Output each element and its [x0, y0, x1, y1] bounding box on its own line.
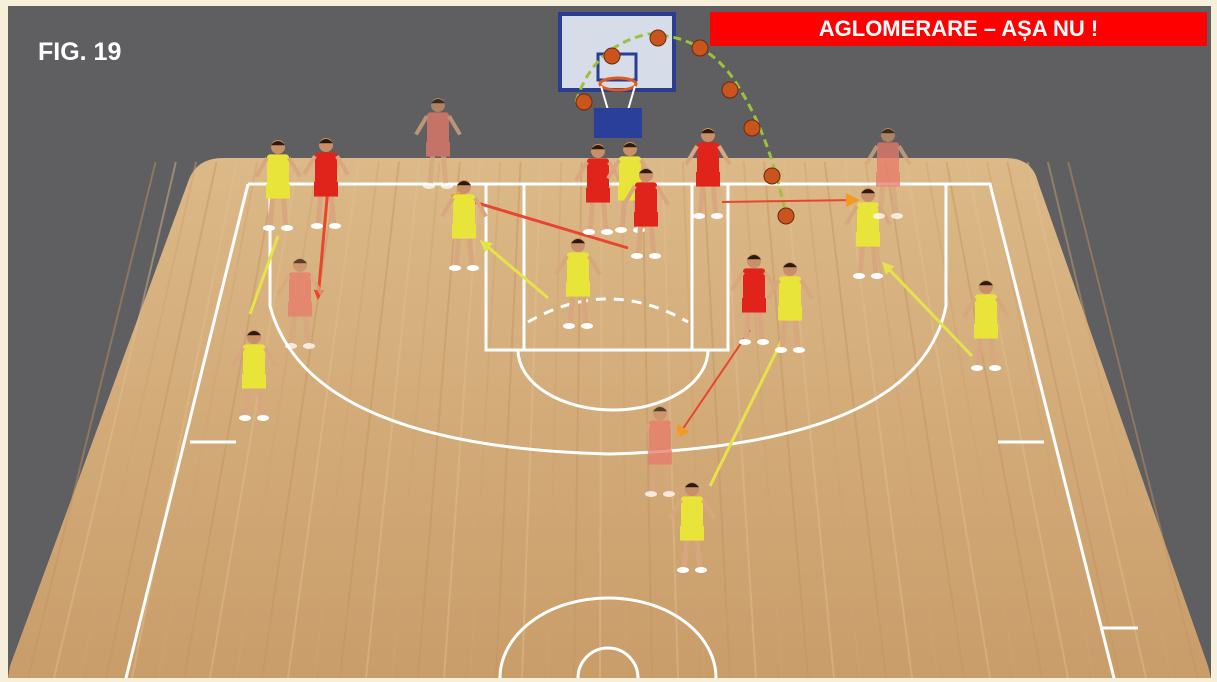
attacker-player	[766, 262, 814, 353]
wood-plank-line	[661, 161, 679, 678]
defender-player	[302, 138, 350, 229]
arrow-attacker-top	[708, 335, 786, 487]
wood-plank-line	[823, 161, 887, 678]
basketball-icon	[575, 93, 593, 111]
wood-plank-line	[209, 161, 299, 678]
wood-plank-line	[844, 161, 913, 678]
attacker-player	[962, 280, 1010, 371]
three-point-line	[268, 184, 948, 456]
wood-plank-line	[105, 161, 218, 678]
basketball-icon	[763, 167, 781, 185]
wood-plank-line	[884, 161, 965, 678]
wood-plank-line	[742, 161, 783, 678]
court-lines	[124, 182, 1138, 678]
wood-plank-line	[641, 161, 653, 678]
wood-plank-line	[925, 161, 1017, 678]
figure-number-label: FIG. 19	[38, 38, 122, 66]
wood-plank-line	[235, 161, 319, 678]
defender-player	[730, 254, 778, 345]
defender-player	[622, 168, 670, 259]
wood-plank-line	[621, 161, 627, 678]
wood-plank-line	[864, 161, 939, 678]
defender-player	[684, 128, 732, 219]
basketball-court-diagram	[8, 12, 1211, 678]
wood-plank-line	[904, 161, 991, 678]
basketball-icon	[649, 29, 667, 47]
wood-plank-line	[681, 161, 705, 678]
wood-plank-line	[183, 161, 279, 678]
wood-plank-line	[1067, 161, 1199, 678]
diagram-stage: FIG. 19 AGLOMERARE – AȘA NU !	[8, 6, 1211, 678]
attacker-player	[230, 330, 278, 421]
wood-plank-line	[1006, 161, 1121, 678]
title-banner: AGLOMERARE – AȘA NU !	[710, 12, 1207, 46]
arrow-defender-cross	[450, 192, 629, 250]
ball-positions	[575, 29, 795, 225]
wood-plank-line	[287, 161, 360, 678]
movement-arrows	[248, 187, 974, 487]
wood-plank-line	[79, 161, 198, 678]
wood-plank-line	[131, 161, 238, 678]
defender-player-initial	[414, 98, 462, 189]
wood-plank-line	[417, 161, 461, 678]
arrow-defender-wing	[721, 193, 860, 208]
center-circle	[498, 596, 718, 678]
wood-plank-line	[157, 161, 258, 678]
wood-plank-line	[469, 161, 502, 678]
basketball-icon	[777, 207, 795, 225]
basketball-icon	[721, 81, 739, 99]
wood-plank-line	[53, 161, 177, 678]
basketball-icon	[743, 119, 761, 137]
wood-plank-line	[313, 161, 380, 678]
center-circle-inner	[576, 646, 640, 678]
basketball-icon	[691, 39, 709, 57]
wood-plank-line	[763, 161, 809, 678]
arrow-attacker-cut	[479, 240, 549, 300]
attacker-player	[554, 238, 602, 329]
wood-plank-line	[391, 161, 441, 678]
defender-player-initial	[276, 258, 324, 349]
wood-planks	[27, 161, 1199, 678]
court-floor	[8, 158, 1211, 678]
restricted-area-arc	[527, 297, 689, 324]
basket-pole-base	[594, 108, 642, 138]
basketball-icon	[603, 47, 621, 65]
wood-plank-line	[1026, 161, 1147, 678]
players	[230, 98, 1010, 573]
wood-plank-line	[261, 161, 340, 678]
defender-player-initial	[636, 406, 684, 497]
wood-plank-line	[443, 161, 482, 678]
attacker-player	[254, 140, 302, 231]
free-throw-circle-bottom	[516, 349, 710, 412]
arrow-attacker-corner	[881, 261, 974, 358]
arrow-attacker-left	[248, 235, 280, 315]
court-boundary-left	[124, 183, 250, 678]
wood-plank-line	[599, 161, 603, 678]
defender-player	[574, 144, 622, 235]
wood-plank-line	[339, 161, 400, 678]
wood-plank-line	[547, 161, 563, 678]
arrow-defender-drop	[313, 187, 330, 300]
attacker-player	[844, 188, 892, 279]
hoop-rim	[598, 76, 638, 92]
arrow-defender-help	[675, 329, 751, 440]
wood-plank-line	[495, 161, 522, 678]
wood-plank-line	[1046, 161, 1173, 678]
wood-plank-line	[702, 161, 731, 678]
wood-plank-line	[521, 161, 542, 678]
attacker-player	[668, 482, 716, 573]
attacker-player	[440, 180, 488, 271]
defender-player-initial	[864, 128, 912, 219]
wood-plank-line	[27, 161, 157, 678]
wood-plank-line	[783, 161, 835, 678]
wood-plank-line	[945, 161, 1043, 678]
wood-plank-line	[965, 161, 1069, 678]
